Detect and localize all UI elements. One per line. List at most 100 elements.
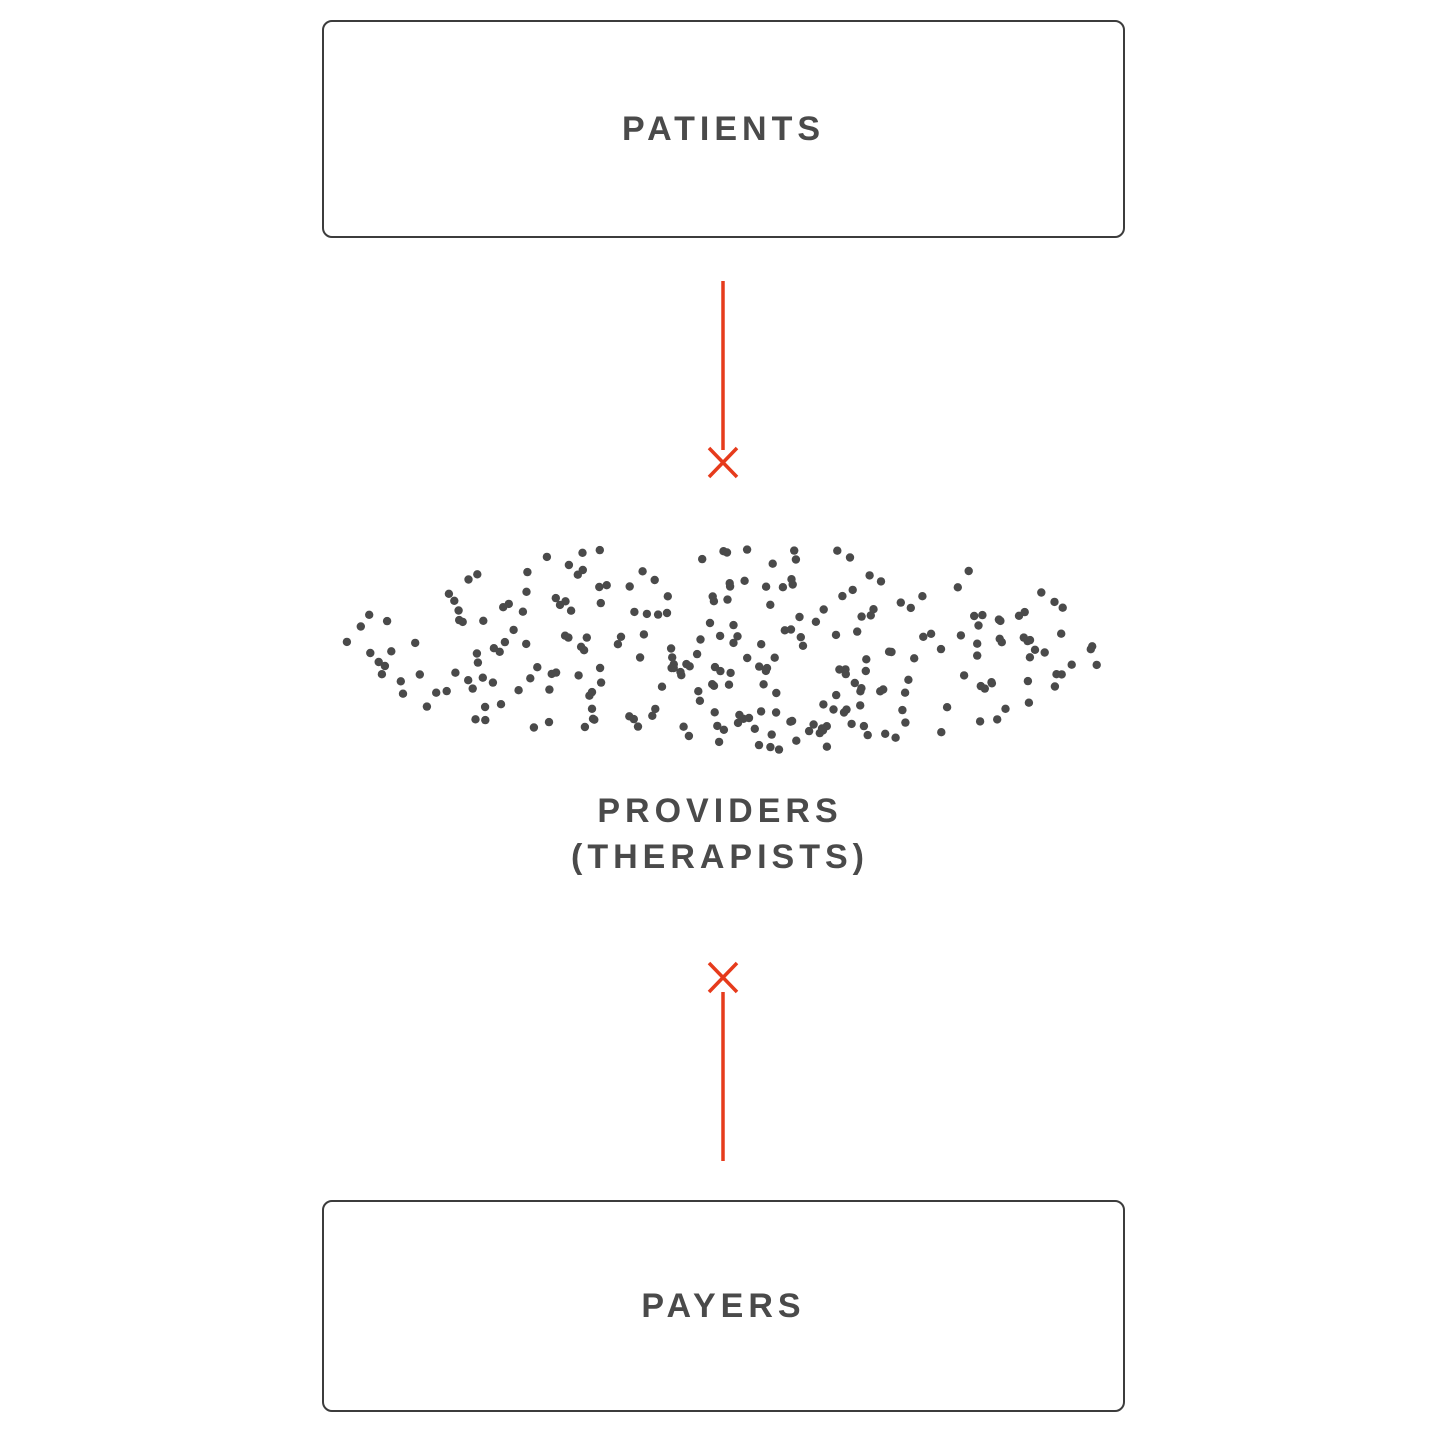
provider-dot	[526, 674, 535, 683]
provider-dot	[496, 700, 506, 709]
provider-dot	[514, 686, 523, 695]
provider-dot	[499, 603, 508, 612]
provider-dot	[761, 582, 771, 591]
provider-dot	[822, 742, 832, 751]
provider-dot	[975, 717, 985, 726]
provider-dot	[596, 598, 605, 608]
provider-dot	[342, 637, 352, 647]
provider-dot	[755, 662, 764, 671]
provider-dot	[709, 597, 719, 606]
provider-dot	[545, 685, 554, 694]
provider-dot	[772, 688, 781, 698]
provider-dot	[578, 565, 587, 575]
provider-dot	[996, 616, 1005, 626]
provider-dot	[881, 729, 890, 738]
provider-dot	[468, 684, 477, 693]
provider-dot	[795, 612, 804, 622]
provider-dot	[857, 684, 866, 693]
provider-dot	[710, 662, 720, 672]
provider-dot	[918, 592, 927, 601]
provider-dot	[838, 591, 847, 601]
provider-dot	[847, 719, 856, 729]
provider-dot	[495, 647, 504, 656]
provider-dot	[725, 582, 735, 591]
provider-dot	[473, 658, 483, 667]
provider-dot	[667, 663, 676, 673]
provider-dot	[959, 671, 969, 680]
provider-dot	[1001, 704, 1010, 713]
provider-dot	[455, 615, 464, 625]
provider-dot	[735, 710, 744, 720]
provider-dot	[729, 638, 738, 648]
provider-dot	[595, 663, 605, 673]
providers-label-line2: (THERAPISTS)	[571, 838, 869, 876]
provider-dot	[856, 701, 865, 710]
provider-dot	[865, 571, 874, 580]
provider-dot	[750, 724, 759, 733]
provider-dot	[692, 649, 702, 659]
provider-dot	[1058, 603, 1067, 612]
provider-dot	[896, 598, 905, 607]
provider-dot	[829, 705, 838, 714]
provider-dot	[859, 721, 869, 731]
provider-dot	[770, 653, 779, 662]
provider-dot	[1020, 607, 1029, 617]
provider-dot	[551, 593, 560, 603]
provider-dot	[754, 740, 764, 750]
provider-dot	[1023, 676, 1033, 686]
provider-dot	[1057, 670, 1066, 679]
provider-dot	[500, 637, 510, 647]
provider-dot	[685, 662, 694, 671]
provider-dot	[993, 715, 1002, 724]
provider-dot	[713, 721, 722, 731]
provider-dot	[729, 620, 738, 630]
provider-dot	[382, 616, 392, 626]
provider-dot	[798, 641, 808, 650]
provider-dot	[762, 663, 772, 673]
provider-dot	[787, 716, 797, 726]
provider-dot	[566, 606, 576, 615]
provider-dot	[1088, 642, 1097, 651]
provider-dot	[1086, 645, 1096, 654]
provider-dot	[757, 640, 766, 649]
provider-dot	[478, 673, 487, 682]
patients-label: PATIENTS	[621, 109, 826, 148]
provider-dot	[480, 702, 490, 712]
provider-dot	[547, 669, 556, 679]
provider-dot	[523, 567, 532, 577]
provider-dot	[822, 722, 831, 731]
provider-dot	[564, 633, 573, 642]
provider-dot	[458, 617, 467, 627]
provider-dot	[585, 691, 594, 700]
provider-dot	[374, 657, 383, 667]
provider-dot	[653, 610, 663, 619]
provider-dot	[694, 687, 703, 696]
provider-dot	[839, 708, 849, 717]
provider-dot	[1052, 670, 1061, 679]
provider-dot	[876, 687, 885, 696]
provider-dot	[555, 600, 565, 610]
provider-dot	[472, 649, 482, 658]
provider-dot	[976, 681, 985, 691]
provider-dot	[861, 666, 870, 676]
provider-dot	[1037, 588, 1046, 597]
provider-dot	[710, 708, 719, 717]
provider-dot	[739, 714, 748, 723]
provider-dot	[714, 737, 724, 747]
provider-dot	[987, 679, 997, 688]
provider-dot	[522, 639, 531, 649]
provider-dot	[668, 653, 677, 662]
top-arrow-blocked-cross-icon	[707, 446, 739, 479]
provider-dot	[709, 681, 719, 690]
provider-dot	[740, 576, 749, 585]
provider-dot	[919, 632, 928, 641]
provider-dot	[596, 678, 606, 687]
provider-dot	[708, 592, 717, 601]
provider-dot	[715, 631, 725, 641]
provider-dot	[809, 720, 818, 729]
provider-dot	[906, 603, 915, 613]
provider-dot	[1040, 648, 1049, 657]
provider-dot	[580, 722, 590, 732]
provider-dot	[832, 690, 841, 700]
provider-dot	[509, 625, 518, 635]
